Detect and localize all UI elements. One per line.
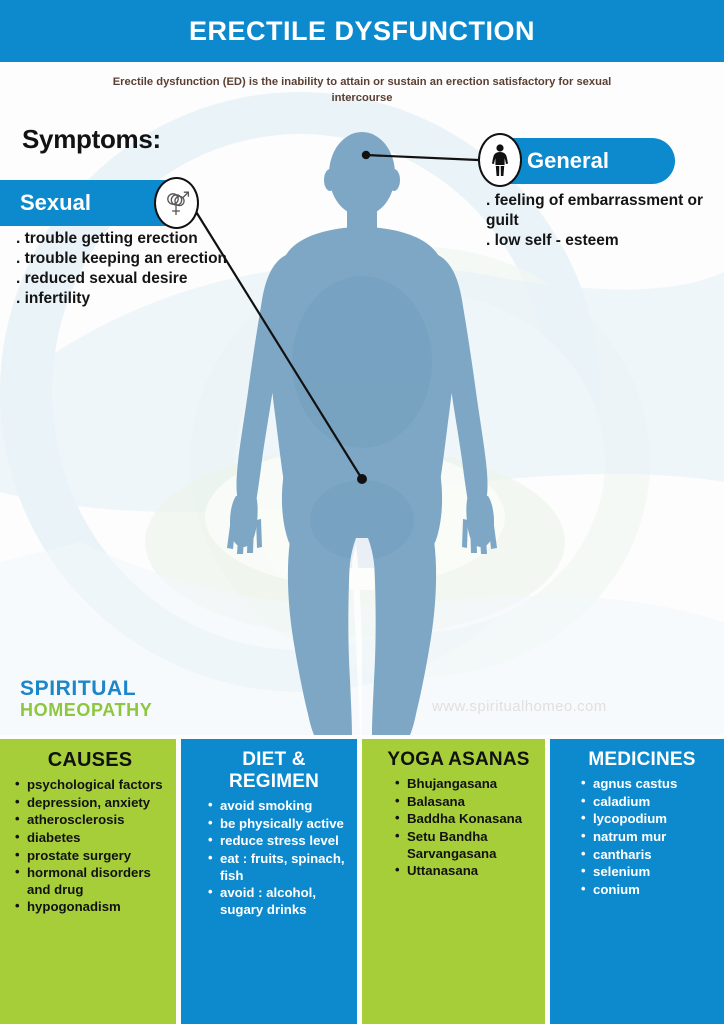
gender-symbols-icon [154,177,199,229]
list-item: Baddha Konasana [394,810,541,828]
human-body-icon [478,133,522,187]
list-item: psychological factors [14,776,172,794]
panel-yoga-list: Bhujangasana Balasana Baddha Konasana Se… [376,775,541,880]
symptom-item: . feeling of embarrassment or guilt [486,192,704,230]
panel-diet-title: DIET & REGIMEN [228,749,320,792]
header-banner: ERECTILE DYSFUNCTION [0,0,724,62]
panel-causes-list: psychological factors depression, anxiet… [8,776,172,916]
symptom-list-general: . feeling of embarrassment or guilt . lo… [486,191,714,251]
list-item: hypogonadism [14,898,172,916]
list-item: Setu Bandha Sarvangasana [394,828,541,862]
human-body-glyph [492,144,508,176]
symptom-item: . trouble getting erection [16,230,198,247]
symptoms-heading: Symptoms: [22,124,161,154]
bottom-panels: CAUSES psychological factors depression,… [0,739,724,1024]
brand-name-primary: SPIRITUAL [20,677,137,700]
website-url: www.spiritualhomeo.com [432,698,607,715]
panel-diet-regimen: DIET & REGIMEN avoid smoking be physical… [181,739,357,1024]
list-item: conium [580,881,720,899]
list-item: hormonal disorders and drug [14,864,172,898]
symptom-group-sexual-label: Sexual [20,190,91,215]
list-item: lycopodium [580,810,720,828]
symptom-item: . infertility [16,290,91,308]
brand-logo: SPIRITUAL HOMEOPATHY [20,678,152,719]
brand-name-secondary: HOMEOPATHY [20,700,153,720]
panel-yoga-title: YOGA ASANAS [387,749,530,770]
panel-causes: CAUSES psychological factors depression,… [0,739,176,1024]
list-item: be physically active [207,815,353,833]
symptom-item: . trouble keeping an erection [16,250,228,268]
list-item: diabetes [14,829,172,847]
symptom-item: . low self - esteem [486,232,619,250]
list-item: Bhujangasana [394,775,541,793]
list-item: reduce stress level [207,832,353,850]
list-item: cantharis [580,846,720,864]
header-subtitle: Erectile dysfunction (ED) is the inabili… [112,76,612,105]
list-item: eat : fruits, spinach, fish [207,850,353,884]
symptom-list-sexual: . trouble getting erection . trouble kee… [16,229,276,310]
gender-symbols-glyph [166,191,189,215]
panel-medicines: MEDICINES agnus castus caladium lycopodi… [550,739,724,1024]
panel-causes-title: CAUSES [47,749,133,771]
panel-diet-list: avoid smoking be physically active reduc… [195,797,353,918]
list-item: agnus castus [580,775,720,793]
list-item: depression, anxiety [14,794,172,812]
list-item: Uttanasana [394,862,541,880]
list-item: avoid smoking [207,797,353,815]
panel-yoga-asanas: YOGA ASANAS Bhujangasana Balasana Baddha… [362,739,545,1024]
page-title: ERECTILE DYSFUNCTION [188,15,535,46]
list-item: prostate surgery [14,847,172,865]
symptom-group-general-label: General [527,148,609,173]
panel-medicines-list: agnus castus caladium lycopodium natrum … [564,775,720,899]
list-item: atherosclerosis [14,811,172,829]
list-item: avoid : alcohol, sugary drinks [207,884,353,918]
panel-medicines-title: MEDICINES [588,749,696,770]
list-item: caladium [580,793,720,811]
list-item: selenium [580,863,720,881]
list-item: Balasana [394,793,541,811]
symptom-item: . reduced sexual desire [16,270,188,288]
list-item: natrum mur [580,828,720,846]
